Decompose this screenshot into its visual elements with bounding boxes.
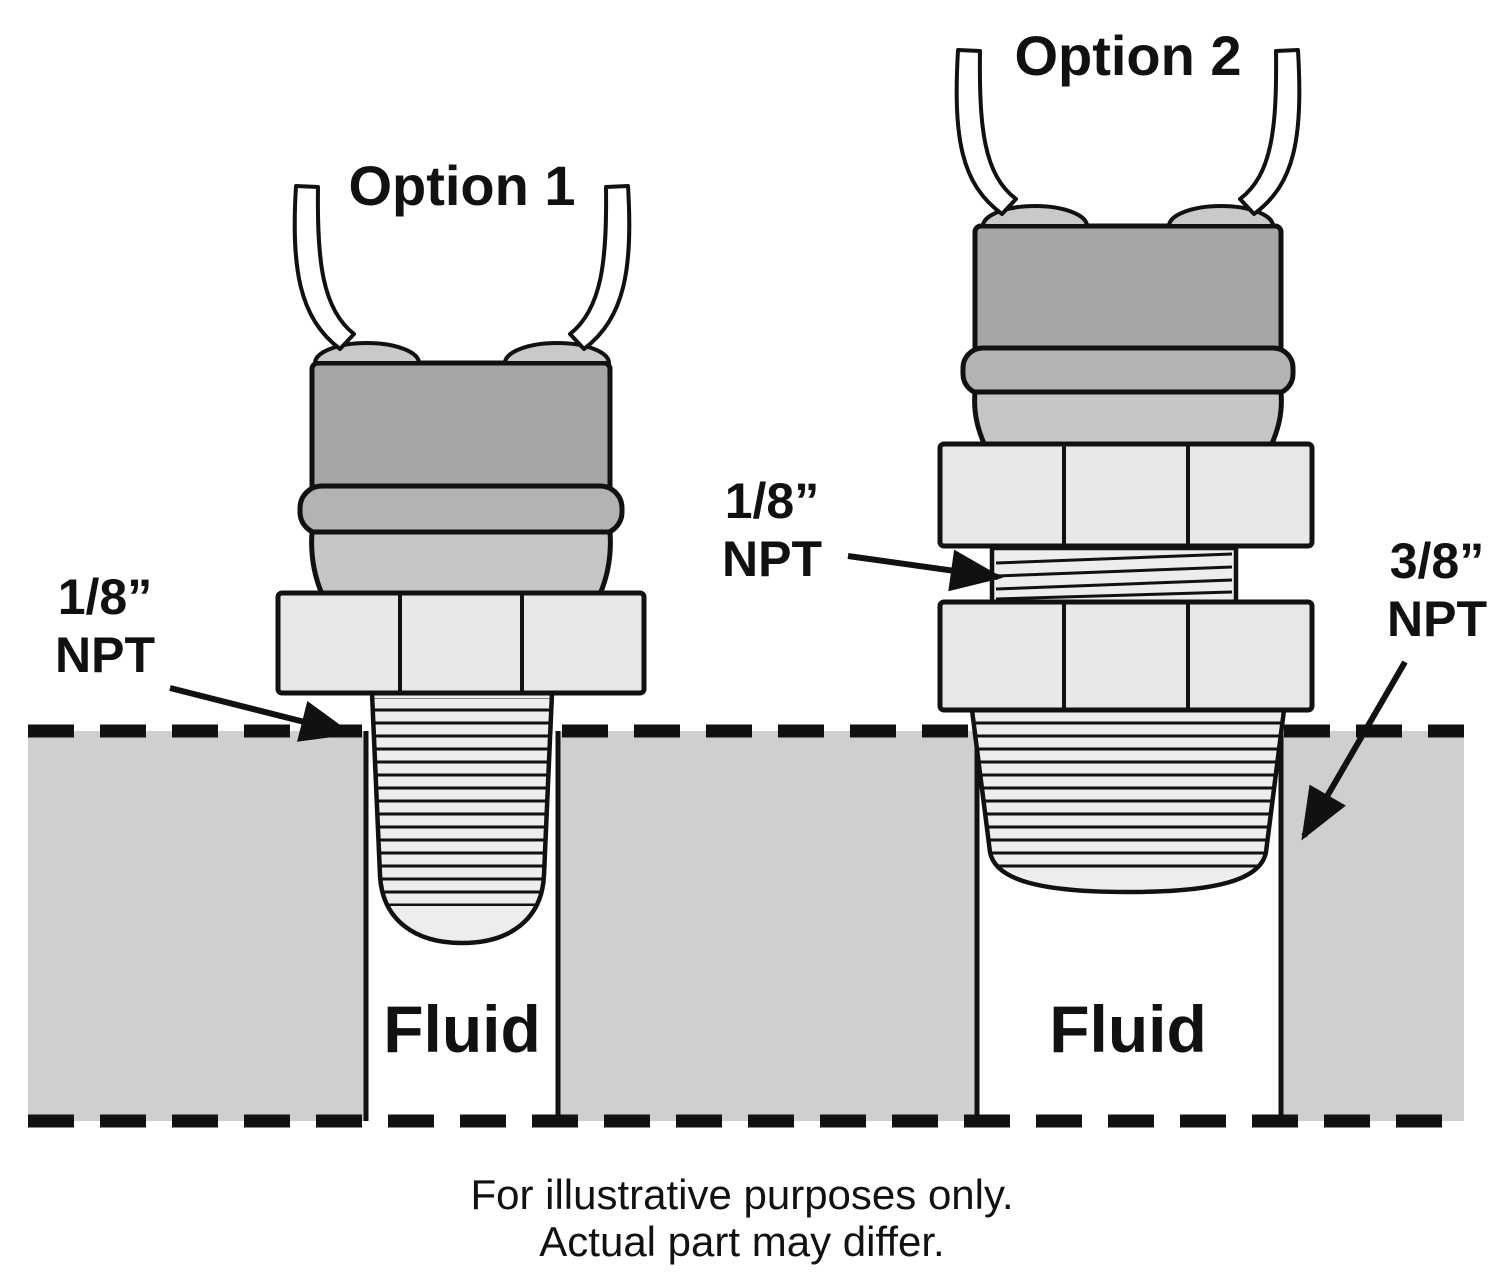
terminal-dome	[313, 341, 421, 365]
small-thread-lines	[995, 552, 1233, 601]
terminal-dome	[1167, 204, 1275, 228]
spade-terminal	[1238, 48, 1302, 216]
dashed-surface-lines	[28, 724, 1464, 1128]
sensor-option1	[275, 184, 647, 946]
large-thread-lines	[972, 716, 1284, 874]
hex-nut-upper	[937, 441, 1315, 549]
option2-npt-upper-size-label: 1/8”	[725, 473, 820, 529]
option2-npt-lower-size-label: 3/8”	[1390, 533, 1485, 589]
collar-band	[297, 483, 625, 537]
option2-title: Option 2	[1014, 24, 1241, 87]
spade-terminal	[954, 48, 1018, 216]
terminal-dome	[981, 204, 1089, 228]
fluid-label-option2: Fluid	[1049, 992, 1207, 1066]
caption-line1: For illustrative purposes only.	[470, 1171, 1013, 1218]
option2-npt-upper-type-label: NPT	[722, 531, 822, 587]
stud-thread-lines	[372, 698, 552, 906]
npt-arrow-option1	[169, 685, 354, 742]
sensor-option2	[937, 48, 1315, 895]
option1-npt-type-label: NPT	[55, 627, 155, 683]
callout-arrows	[169, 549, 1408, 841]
skirt-section	[309, 529, 613, 597]
collar-band	[960, 345, 1296, 397]
npt-arrow-option2-lower	[1301, 660, 1408, 841]
caption-line2: Actual part may differ.	[539, 1218, 944, 1265]
option2-npt-lower-type-label: NPT	[1387, 591, 1487, 647]
hex-nut-lower	[937, 599, 1315, 713]
terminal-dome	[503, 341, 611, 365]
option1-npt-size-label: 1/8”	[58, 569, 153, 625]
option1-title: Option 1	[348, 154, 575, 217]
skirt-section	[972, 389, 1284, 449]
spade-terminal	[568, 184, 632, 351]
npt-arrow-option2-upper	[847, 549, 1004, 592]
fluid-label-option1: Fluid	[383, 992, 541, 1066]
sensor-body-option1	[309, 360, 613, 496]
spade-terminal	[292, 184, 356, 351]
sensor-body-option2	[972, 223, 1284, 357]
hex-nut	[275, 590, 647, 696]
